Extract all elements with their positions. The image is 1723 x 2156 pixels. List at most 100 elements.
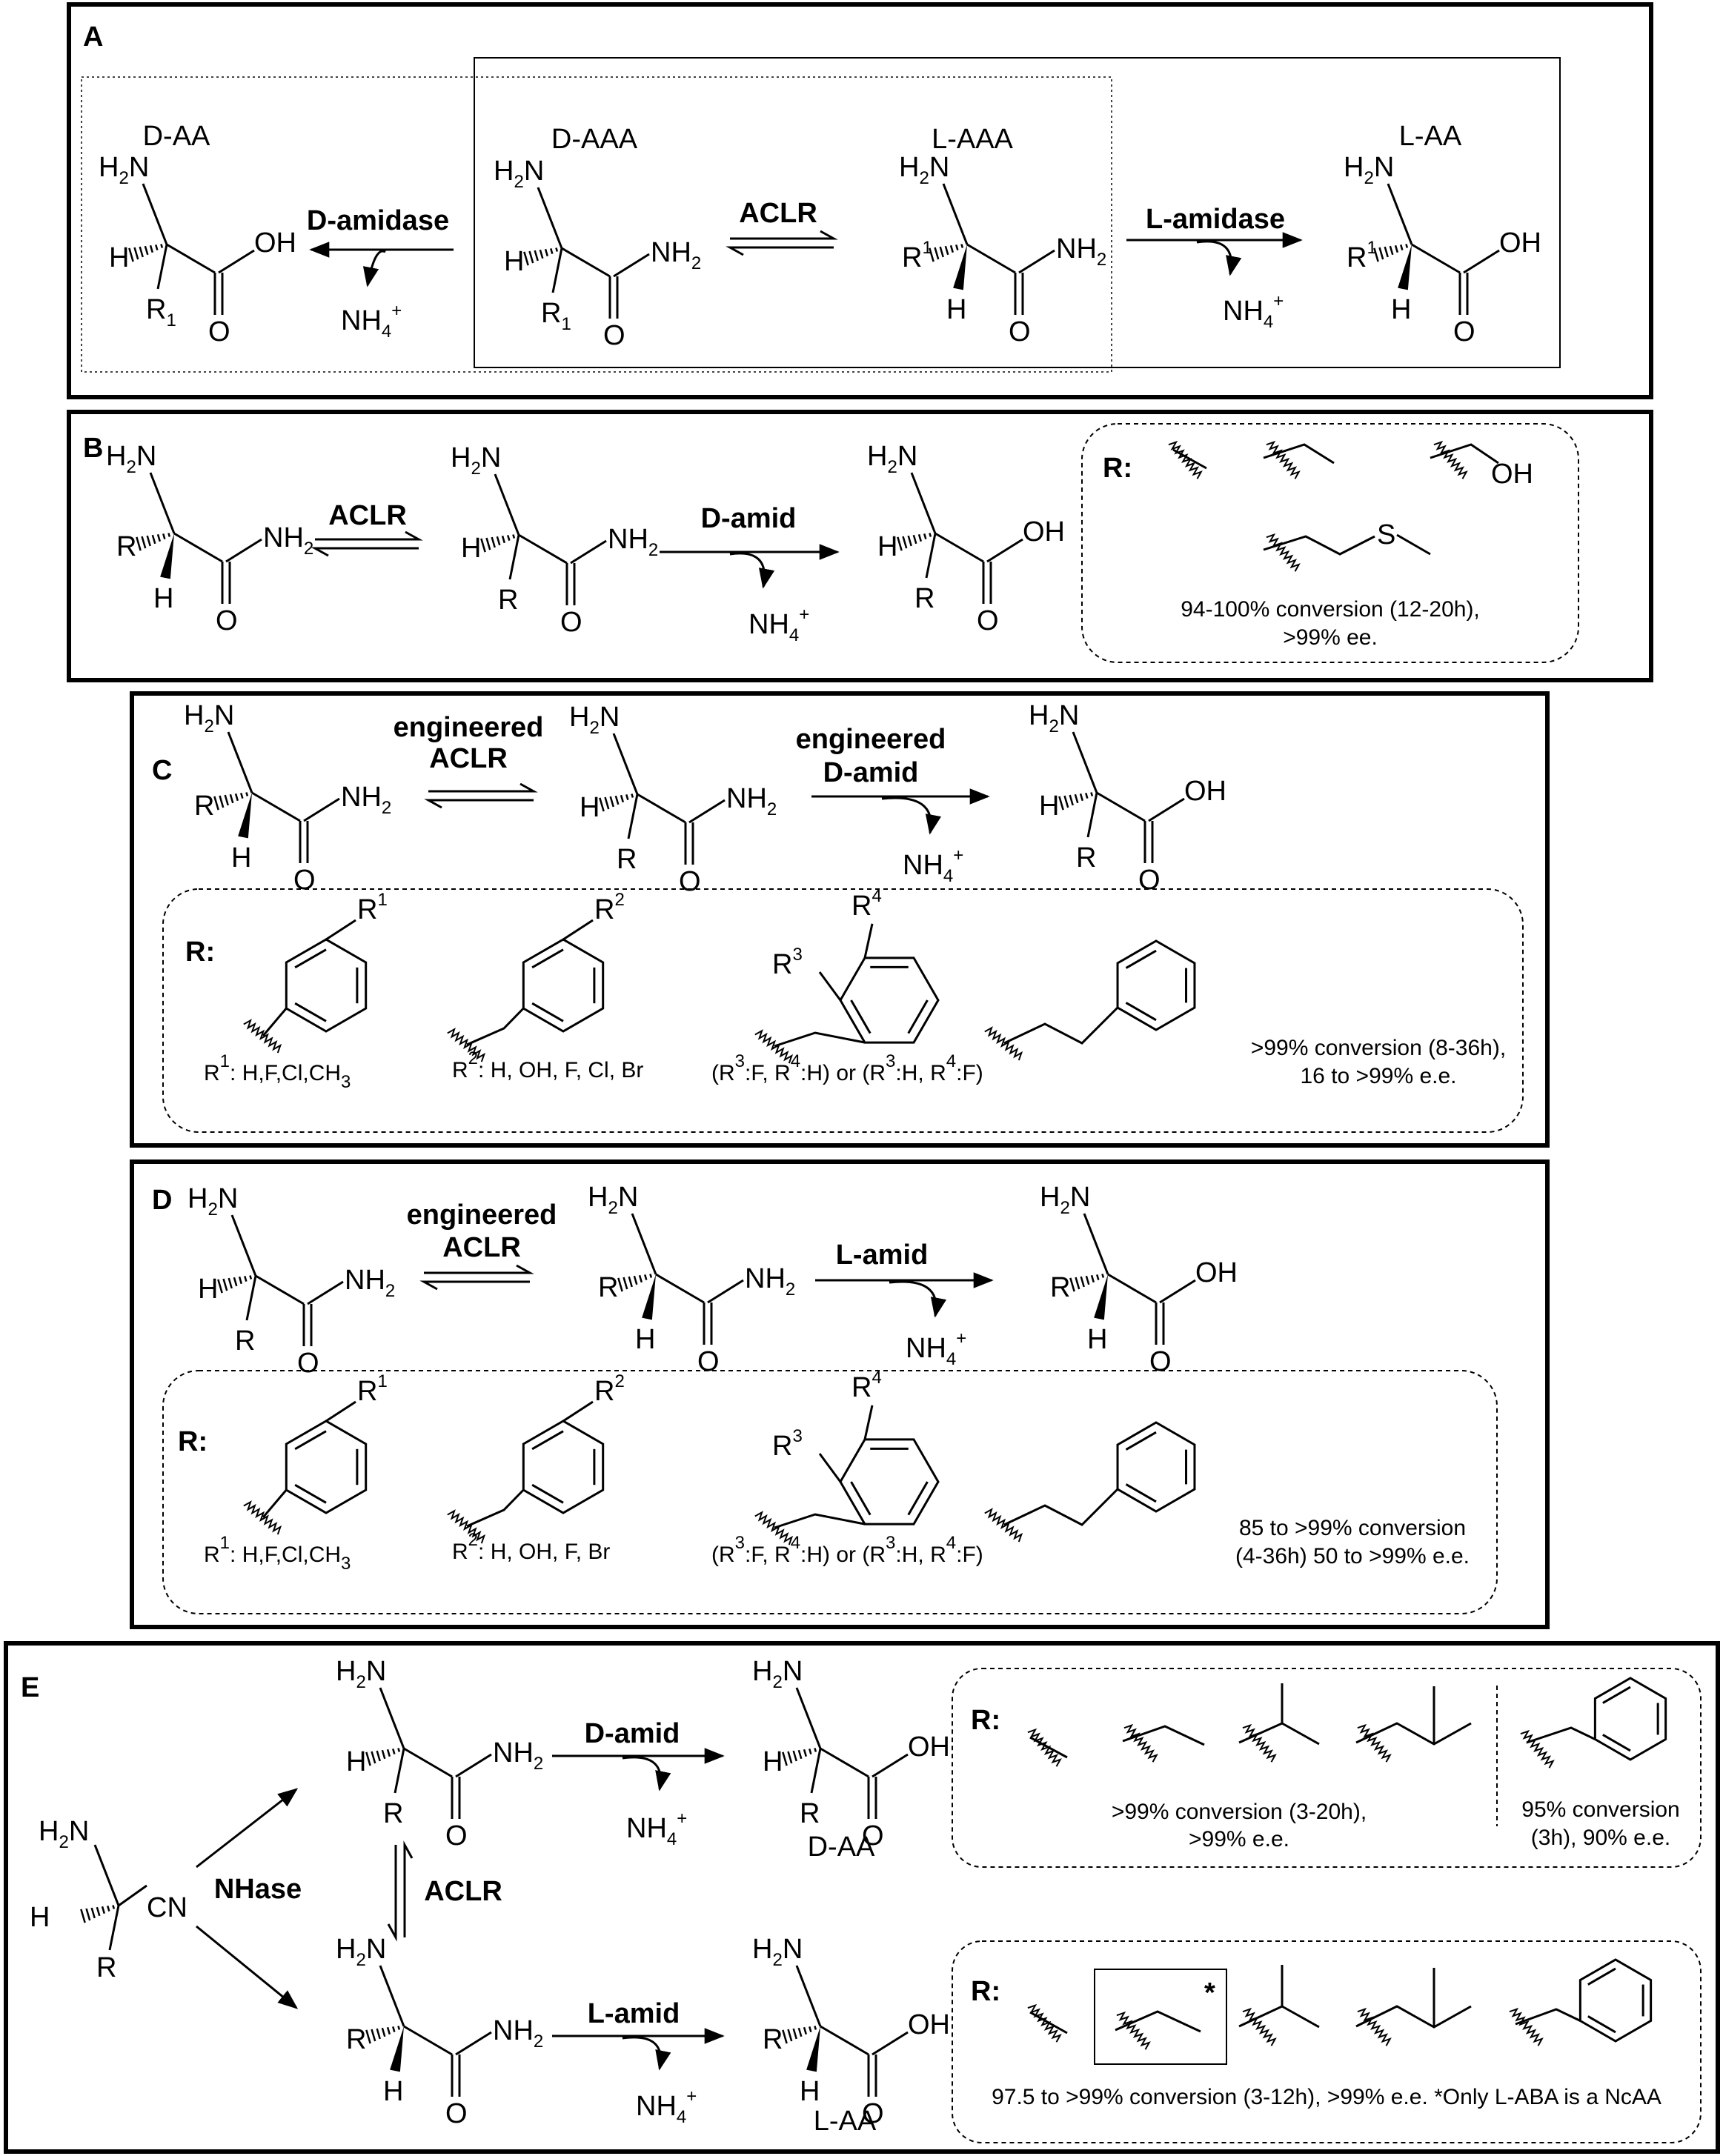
c-sub-phenylethyl-wavy	[984, 1026, 1023, 1061]
d-l-amide-amino-label: H2N	[588, 1182, 638, 1218]
a-d-aa-hash-bond	[128, 244, 164, 262]
e-l-amide-wedge-bond	[390, 2026, 404, 2072]
e-l-acid-down-substituent: H	[800, 2076, 820, 2107]
panel-a-enzyme-aclr: ACLR	[739, 198, 817, 229]
c-d-acid-hash-bond	[1058, 792, 1094, 811]
a-l-aaa-amide-label: NH2	[1056, 233, 1106, 270]
d-l-amide-n-bond	[631, 1213, 657, 1275]
d-sub-r3-label: R3	[772, 1426, 803, 1462]
c-sub-benzyl-ring-double-bond	[531, 948, 564, 969]
a-l-aaa-n-bond	[942, 183, 969, 245]
ammonium-release-arrow	[622, 2036, 671, 2071]
e-d-sub-isobutyl-a	[1355, 1722, 1472, 1746]
d-sub-r2-label: R2	[594, 1371, 625, 1407]
a-d-aaa-amide-label: NH2	[651, 237, 701, 273]
c-d-acid-carbonyl-bond	[1096, 791, 1146, 822]
attachment-wavy-bond	[1433, 440, 1468, 479]
c-sub-benzyl-ring	[522, 938, 605, 1033]
attachment-wavy-bond	[1116, 2011, 1151, 2050]
e-l-sub-benzyl-chain	[1515, 2008, 1581, 2026]
c-sub-r2-label: R2	[594, 890, 625, 925]
c-caption-r3r4: (R3:F, R4:H) or (R3:H, R4:F)	[711, 1051, 983, 1085]
a-l-aaa-left-substituent: R1	[902, 238, 932, 273]
d-l-amide-left-substituent: R	[598, 1272, 618, 1303]
c-d-acid-left-substituent: H	[1039, 791, 1059, 822]
b-d-amide-amino-label: H2N	[451, 442, 501, 479]
panel-b-result-line2: >99% ee.	[1283, 625, 1378, 650]
a-l-aa-hash-bond	[1373, 244, 1409, 262]
panel-c-letter: C	[152, 755, 172, 786]
b-d-amide-oxygen-label: O	[560, 607, 582, 638]
b-d-acid-down-substituent: R	[914, 583, 934, 614]
c-d-amide-oxygen-label: O	[679, 866, 701, 897]
panel-e-name-d-aa: D-AA	[808, 1831, 875, 1863]
e-d-acid-carbonyl-bond	[820, 1747, 869, 1778]
panel-d-r-label: R:	[178, 1426, 208, 1457]
e-l-acid-n-bond	[795, 1965, 822, 2027]
e-l-acid-left-substituent: R	[763, 2024, 783, 2055]
e-d-acid-hydroxyl-label: OH	[908, 1731, 950, 1763]
e-d-amide-down-substituent: R	[383, 1798, 403, 1829]
c-l-amide-amino-label: H2N	[184, 700, 234, 736]
b-d-acid-left-substituent: H	[877, 531, 897, 562]
panel-d-enzyme-engineered: engineered	[407, 1200, 557, 1231]
e-nitrile-amino-label: H2N	[39, 1816, 89, 1852]
panel-a-name-l-aaa: L-AAA	[932, 124, 1013, 155]
d-sub-fluorobenzyl-ring-double-bond	[907, 1481, 929, 1516]
c-d-acid-n-bond	[1072, 731, 1098, 793]
ammonium-label: NH4+	[341, 301, 402, 342]
panel-d-letter: D	[152, 1185, 172, 1216]
c-l-amide-tail-bond	[303, 797, 340, 822]
d-l-acid-left-substituent: R	[1050, 1272, 1070, 1303]
a-d-aa-amino-label: H2N	[99, 152, 149, 188]
panel-e-d-result-line2: >99% e.e.	[1189, 1827, 1289, 1851]
e-d-amide-tail-bond	[455, 1753, 492, 1778]
panel-d-result-line1: 85 to >99% conversion	[1239, 1516, 1466, 1540]
e-l-acid-oxygen-label: O	[862, 2098, 884, 2129]
c-l-amide-carbonyl-bond	[251, 791, 301, 822]
e-l-acid-amino-label: H2N	[752, 1934, 803, 1970]
attachment-wavy-bond	[1357, 1723, 1392, 1763]
panel-c-frame	[130, 691, 1550, 1148]
e-d-amide-carbonyl-bond	[403, 1747, 453, 1778]
d-sub-phenylethyl-wavy	[984, 1508, 1023, 1543]
b-d-amide-amide-label: NH2	[608, 524, 658, 560]
d-sub-fluorobenzyl-chain	[774, 1513, 866, 1529]
ammonium-label: NH4+	[1223, 291, 1284, 332]
b-l-amide-wedge-bond	[160, 533, 174, 579]
c-d-amide-amino-label: H2N	[569, 702, 620, 738]
c-sub-phenylethyl-ring	[1116, 939, 1196, 1031]
d-sub-r4-bond	[863, 1405, 874, 1440]
c-sub-phenyl-r1-bond	[325, 919, 356, 941]
panel-b-equilibrium	[311, 530, 423, 557]
a-d-aa-carbonyl-bond	[166, 243, 216, 274]
e-d-sub-benzyl-ring	[1593, 1677, 1667, 1761]
e-nitrile-cn-bond	[118, 1884, 147, 1907]
d-d-amide-down-bond	[245, 1275, 257, 1321]
a-d-aa-down-substituent: R1	[146, 294, 176, 330]
c-d-amide-amide-label: NH2	[726, 783, 777, 819]
d-l-acid-hydroxyl-label: OH	[1195, 1257, 1238, 1288]
c-d-amide-tail-bond	[688, 799, 726, 824]
b-d-acid-carbonyl-bond	[934, 532, 984, 563]
d-l-acid-n-bond	[1083, 1213, 1109, 1275]
panel-d-equilibrium	[419, 1264, 534, 1291]
c-d-acid-down-substituent: R	[1076, 842, 1096, 874]
c-d-amide-left-substituent: H	[580, 792, 600, 823]
b-l-amide-amide-label: NH2	[263, 522, 313, 559]
a-d-aa-oxygen-label: O	[208, 316, 230, 347]
d-sub-benzyl-ring	[522, 1420, 605, 1514]
c-d-amide-n-bond	[612, 733, 639, 795]
e-l-amide-hash-bond	[365, 2026, 401, 2044]
d-l-amide-down-substituent: H	[635, 1324, 655, 1355]
b-l-amide-carbonyl-bond	[173, 532, 223, 563]
b-l-amide-down-substituent: H	[153, 583, 173, 614]
c-sub-r3-bond	[818, 971, 842, 1001]
c-sub-benzyl-r2-bond	[562, 919, 594, 941]
panel-c-r-label: R:	[185, 936, 215, 968]
c-d-acid-tail-bond	[1148, 797, 1185, 822]
panel-a-d-pathway-box	[81, 76, 1112, 373]
attachment-wavy-bond	[1357, 2007, 1392, 2046]
a-l-aa-carbonyl-bond	[1411, 243, 1461, 274]
e-l-acid-wedge-bond	[806, 2026, 820, 2072]
